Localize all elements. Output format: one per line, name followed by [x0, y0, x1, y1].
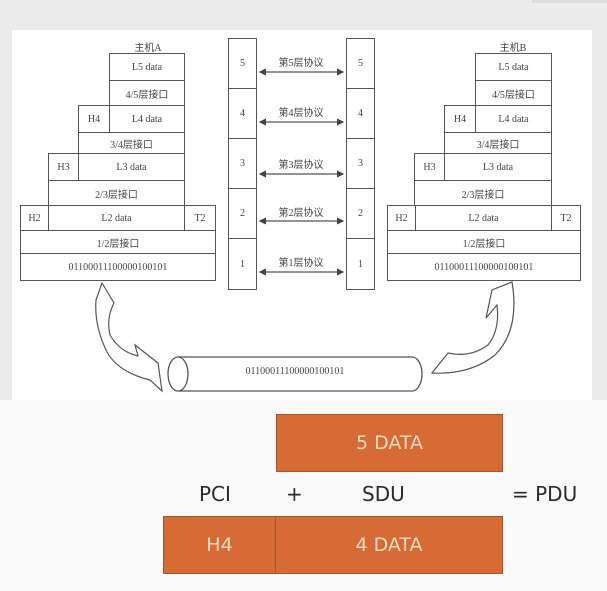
right-margin [592, 30, 607, 400]
protocol-label-4: 第4层协议 [278, 108, 324, 119]
host-a-title: 主机A [134, 43, 162, 54]
host-a-interface-45: 4/5层接口 [109, 80, 185, 106]
host-b-l2-data: L2 data [415, 205, 552, 231]
protocol-label-3: 第3层协议 [278, 160, 324, 171]
left-layer-5: 5 [228, 38, 257, 89]
right-layer-3: 3 [346, 138, 375, 189]
host-a-h3: H3 [48, 153, 79, 181]
pci-label: PCI [199, 482, 231, 506]
left-layer-2: 2 [228, 188, 257, 239]
pdu-label: = PDU [512, 482, 578, 506]
right-layer-5: 5 [346, 38, 375, 89]
host-a-l4-data: L4 data [109, 105, 185, 133]
top-bar [0, 0, 607, 30]
sdu-label: SDU [362, 482, 405, 506]
curved-arrow-right-icon [430, 281, 515, 374]
left-margin [0, 30, 12, 400]
transmission-medium-cylinder [167, 356, 423, 392]
header-h4-bar: H4 [163, 516, 276, 574]
left-layer-1: 1 [228, 238, 257, 290]
host-a-l2-data: L2 data [48, 205, 185, 231]
protocol-label-5: 第5层协议 [278, 58, 324, 69]
host-b-interface-23: 2/3层接口 [414, 180, 552, 206]
upper-sdu-bar: 5 DATA [276, 414, 503, 472]
medium-bitstream: 01100011100000100101 [245, 366, 345, 377]
host-b-bitstream: 01100011100000100101 [387, 253, 581, 281]
host-a-l3-data: L3 data [78, 153, 185, 181]
right-layer-1: 1 [346, 238, 375, 290]
plus-sign: + [286, 482, 303, 506]
host-a-bitstream: 01100011100000100101 [20, 253, 216, 281]
top-bar-tab [532, 0, 607, 3]
host-a-t2: T2 [184, 205, 216, 231]
curved-arrow-left-icon [95, 281, 163, 393]
host-b-title: 主机B [499, 43, 527, 54]
host-b-l5-data: L5 data [475, 53, 552, 81]
protocol-label-1: 第1层协议 [278, 258, 324, 269]
protocol-label-2: 第2层协议 [278, 208, 324, 219]
lower-data-bar: 4 DATA [275, 516, 503, 574]
right-layer-2: 2 [346, 188, 375, 239]
host-b-t2: T2 [551, 205, 581, 231]
